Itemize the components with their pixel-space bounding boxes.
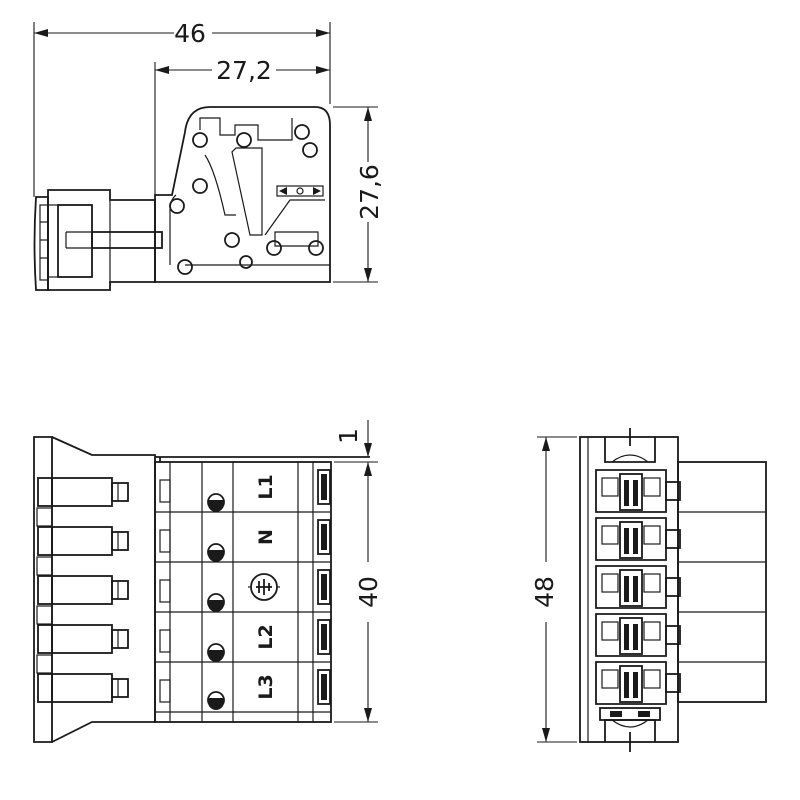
front-view-entries	[207, 493, 225, 710]
contact-cell	[595, 517, 681, 561]
terminal-label-l1: L1	[255, 474, 277, 499]
entry-hole	[207, 643, 225, 662]
dim-label-side-height: 48	[530, 576, 559, 608]
top-view-holes	[169, 124, 324, 275]
entry-hole	[207, 593, 225, 612]
contact-cell	[595, 661, 681, 705]
dim-label-front-height: 40	[354, 576, 383, 608]
contact-cell	[595, 565, 681, 609]
pin	[37, 673, 129, 703]
front-view-body	[154, 456, 370, 723]
terminal-label-l2: L2	[255, 624, 277, 649]
pin	[37, 477, 129, 507]
top-view-housing	[154, 106, 331, 283]
dim-label-top-height: 27,6	[355, 164, 384, 220]
side-view-cells	[595, 469, 681, 705]
dim-label-front-gap: 1	[334, 428, 363, 444]
side-view: 48	[530, 428, 767, 752]
top-view: 46 27,2 27,6	[33, 19, 384, 291]
side-view-latch	[599, 707, 661, 721]
dim-top-width	[33, 22, 331, 197]
ground-icon	[248, 573, 280, 601]
dim-label-top-width: 46	[174, 19, 206, 48]
entry-hole	[207, 691, 225, 710]
entry-hole	[207, 543, 225, 562]
terminal-label-l3: L3	[255, 674, 277, 699]
dim-front-gap	[334, 420, 378, 463]
contact-cell	[595, 469, 681, 513]
dim-top-height	[333, 106, 378, 283]
contact-cell	[595, 613, 681, 657]
side-view-frame	[579, 428, 767, 752]
dim-side-height	[537, 436, 577, 743]
pin	[37, 624, 129, 654]
dim-front-height	[334, 462, 378, 723]
front-view-pins	[36, 477, 129, 703]
terminal-label-n: N	[255, 529, 277, 545]
top-view-plug-nose	[33, 189, 163, 291]
pin	[37, 575, 129, 605]
front-view-release-slots	[317, 469, 331, 705]
front-view: L1 N L2 L3 1 40	[33, 420, 383, 743]
dim-top-inner-width	[154, 62, 330, 195]
pin	[37, 526, 129, 556]
dim-label-top-inner-width: 27,2	[216, 56, 272, 85]
entry-hole	[207, 493, 225, 512]
